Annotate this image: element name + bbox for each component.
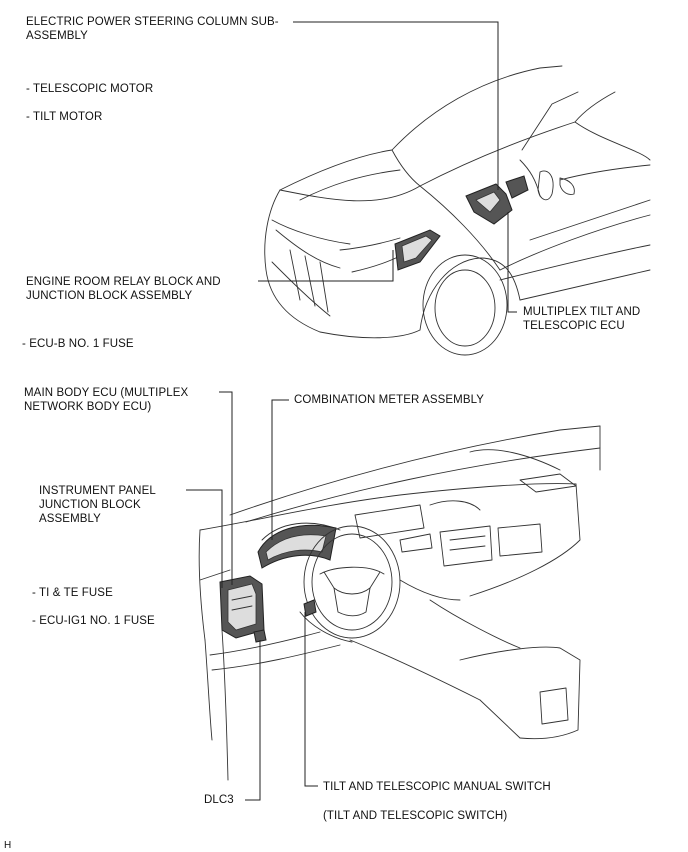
engine-room-relay-label-line1: ENGINE ROOM RELAY BLOCK AND xyxy=(26,276,221,288)
leader-lines-bottom xyxy=(186,391,318,801)
eps-column-label-line2: ASSEMBLY xyxy=(26,30,88,42)
engine-room-relay-label-line2: JUNCTION BLOCK ASSEMBLY xyxy=(26,290,193,302)
leader-lines-top xyxy=(258,21,517,313)
ecu-ig1-fuse-label: - ECU-IG1 NO. 1 FUSE xyxy=(32,615,155,627)
instrument-panel-label-line3: ASSEMBLY xyxy=(39,513,101,525)
main-body-ecu-label-line2: NETWORK BODY ECU) xyxy=(24,401,152,413)
tilt-motor-label: - TILT MOTOR xyxy=(26,111,103,123)
tilt-switch-label-line1: TILT AND TELESCOPIC MANUAL SWITCH xyxy=(323,781,551,793)
multiplex-ecu-label-line2: TELESCOPIC ECU xyxy=(523,320,625,332)
main-body-ecu-label-line1: MAIN BODY ECU (MULTIPLEX xyxy=(24,387,189,399)
instrument-panel-label-line1: INSTRUMENT PANEL xyxy=(39,485,156,497)
eps-column-label-line1: ELECTRIC POWER STEERING COLUMN SUB- xyxy=(26,16,279,28)
ti-te-fuse-label: - TI & TE FUSE xyxy=(32,587,113,599)
car-exterior-drawing xyxy=(264,65,651,356)
multiplex-ecu-label-line1: MULTIPLEX TILT AND xyxy=(523,306,641,318)
dlc3-label: DLC3 xyxy=(204,794,234,806)
dashboard-drawing xyxy=(198,425,601,781)
combination-meter-label: COMBINATION METER ASSEMBLY xyxy=(294,394,485,406)
ecu-b-fuse-label: - ECU-B NO. 1 FUSE xyxy=(22,338,134,350)
tilt-switch-label-line2: (TILT AND TELESCOPIC SWITCH) xyxy=(323,810,508,822)
corner-mark: H xyxy=(4,840,12,851)
telescopic-motor-label: - TELESCOPIC MOTOR xyxy=(26,83,154,95)
instrument-panel-label-line2: JUNCTION BLOCK xyxy=(39,499,141,511)
